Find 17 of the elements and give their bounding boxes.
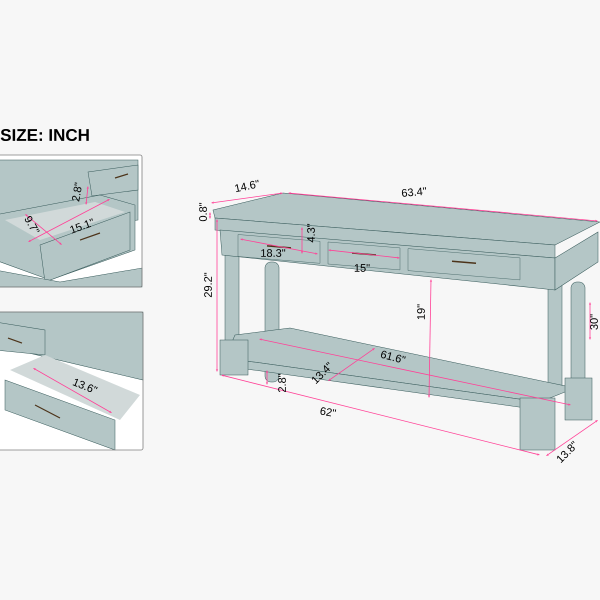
dimension-label: 15" (354, 264, 370, 272)
dimension-label: 2.8" (278, 374, 286, 392)
dimension-label: 18.3" (261, 249, 286, 257)
dimension-label: 0.8" (199, 202, 207, 222)
dimension-label: 15.1" (70, 218, 93, 234)
dimension-label: 62" (320, 407, 336, 416)
dimension-label: 61.6" (381, 350, 406, 362)
dimension-label: 13.6" (72, 378, 98, 392)
dimension-label: 30" (590, 314, 598, 330)
dimension-label: 14.6" (235, 180, 258, 192)
dimension-label: 9.7" (24, 216, 40, 232)
dimension-label: 2.8" (72, 182, 82, 202)
dimension-label: 4.3" (307, 224, 315, 242)
dimension-label: 29.2" (204, 272, 212, 298)
unit-heading: SIZE: INCH (0, 128, 89, 142)
dimension-label: 63.4" (402, 187, 426, 197)
dimension-label: 19" (417, 304, 425, 320)
